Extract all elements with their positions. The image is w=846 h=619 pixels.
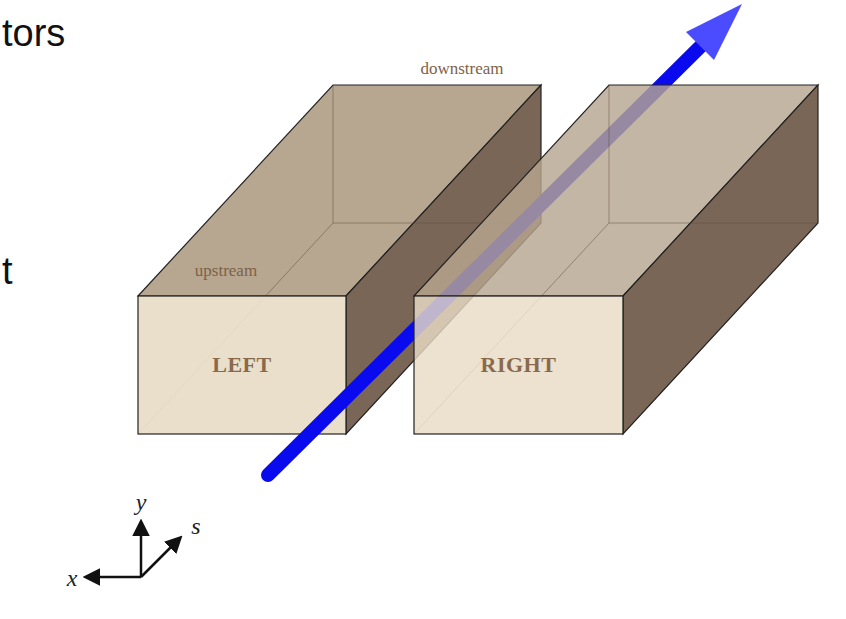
slide-text: tors (2, 14, 65, 52)
detector-face: RIGHT (414, 296, 623, 434)
coordinate-axes (86, 522, 180, 577)
face-label: upstream (195, 262, 257, 279)
axis-label: x (67, 566, 78, 590)
box-label: RIGHT (481, 352, 557, 378)
axis-label: s (191, 514, 200, 538)
right-detector-box (414, 85, 818, 434)
box-label: LEFT (212, 352, 271, 378)
detector-face: LEFT (138, 296, 346, 434)
axis-label: y (136, 490, 147, 514)
face-label: downstream (420, 60, 503, 77)
slide-text: t (2, 252, 13, 290)
